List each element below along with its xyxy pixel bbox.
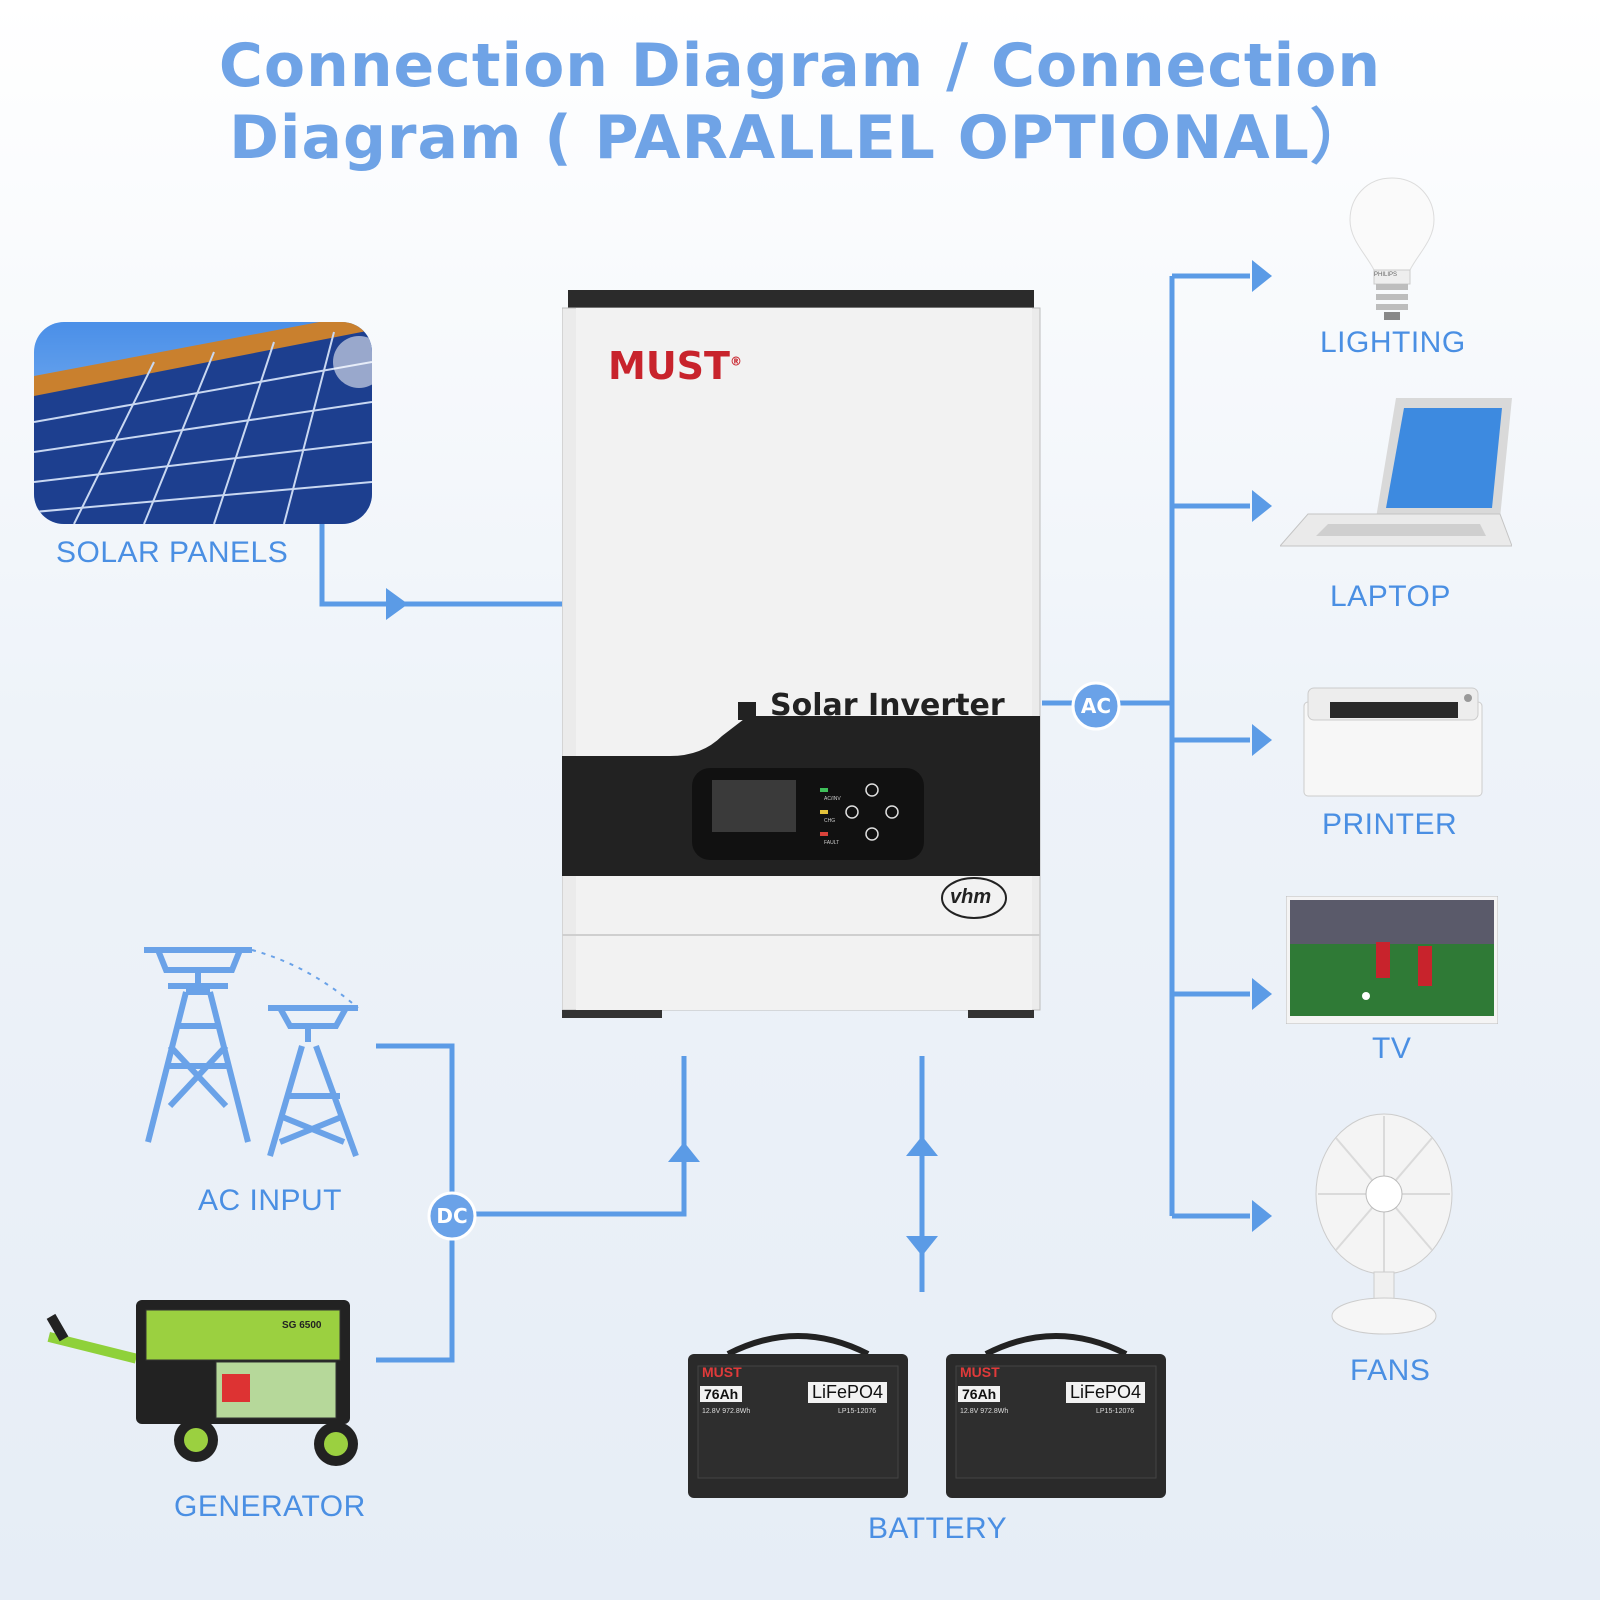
laptop-icon [1278,398,1513,558]
power-pylon-icon [140,946,362,1162]
battery-pack-1: MUST 76Ah LiFePO4 12.8V 972.8Wh LP15-120… [688,1328,908,1498]
indicator-fault: FAULT [824,840,840,846]
battery-1-chemistry: LiFePO4 [808,1382,888,1403]
light-bulb-icon: PHILIPS [1344,174,1440,324]
battery-down-arrow [906,1236,938,1256]
tv-arrow [1252,978,1272,1010]
dc-badge: DC [427,1191,477,1241]
fans-arrow [1252,1200,1272,1232]
solar-inverter: MUST® Solar Inverter vhm AC/INV CHG FAUL… [561,290,1042,1020]
solar-panels-image [34,322,372,524]
indicator-chg: CHG [824,818,836,824]
laptop-label: LAPTOP [1330,580,1451,613]
svg-text:AC: AC [1081,694,1111,718]
battery-1-spec: 12.8V 972.8Wh [702,1408,751,1415]
printer-icon [1300,684,1486,798]
battery-2-model: LP15-12076 [1096,1408,1135,1415]
battery-1-model: LP15-12076 [838,1408,877,1415]
laptop-arrow [1252,490,1272,522]
solar-wire [319,520,566,607]
battery-label: BATTERY [868,1512,1008,1545]
battery-2-chemistry: LiFePO4 [1066,1382,1146,1403]
solar-arrow [386,588,408,620]
generator-model: SG 6500 [282,1320,322,1331]
fan-icon [1312,1110,1456,1336]
dc-up-arrow [668,1142,700,1162]
battery-up-arrow [906,1136,938,1156]
tv-icon [1285,895,1499,1025]
fans-label: FANS [1350,1354,1431,1387]
lighting-label: LIGHTING [1320,326,1466,359]
generator-label: GENERATOR [174,1490,366,1523]
ac-input-label: AC INPUT [198,1184,343,1217]
page-title-line1: Connection Diagram / Connection [218,31,1382,101]
battery-2-capacity: 76Ah [958,1386,1001,1402]
page-title-line2: Diagram ( PARALLEL OPTIONAL） [229,103,1371,173]
indicator-ac-inv: AC/INV [824,796,841,802]
battery-1-capacity: 76Ah [700,1386,743,1402]
ac-badge: AC [1071,681,1121,731]
dc-wire [452,1056,687,1217]
tv-label: TV [1372,1032,1412,1065]
battery-2-spec: 12.8V 972.8Wh [960,1408,1009,1415]
printer-label: PRINTER [1322,808,1458,841]
inverter-product-name: Solar Inverter [770,688,1005,723]
lighting-arrow [1252,260,1272,292]
battery-2-brand: MUST [960,1364,1000,1380]
generator-icon: SG 6500 [46,1280,362,1472]
svg-text:DC: DC [436,1204,467,1228]
lamp-brand: PHILIPS [1374,272,1398,278]
battery-1-brand: MUST [702,1364,742,1380]
inverter-brand: MUST® [608,344,742,388]
inverter-model-badge: vhm [950,886,992,908]
solar-panels-label: SOLAR PANELS [56,536,289,569]
printer-arrow [1252,724,1272,756]
battery-pack-2: MUST 76Ah LiFePO4 12.8V 972.8Wh LP15-120… [946,1328,1166,1498]
